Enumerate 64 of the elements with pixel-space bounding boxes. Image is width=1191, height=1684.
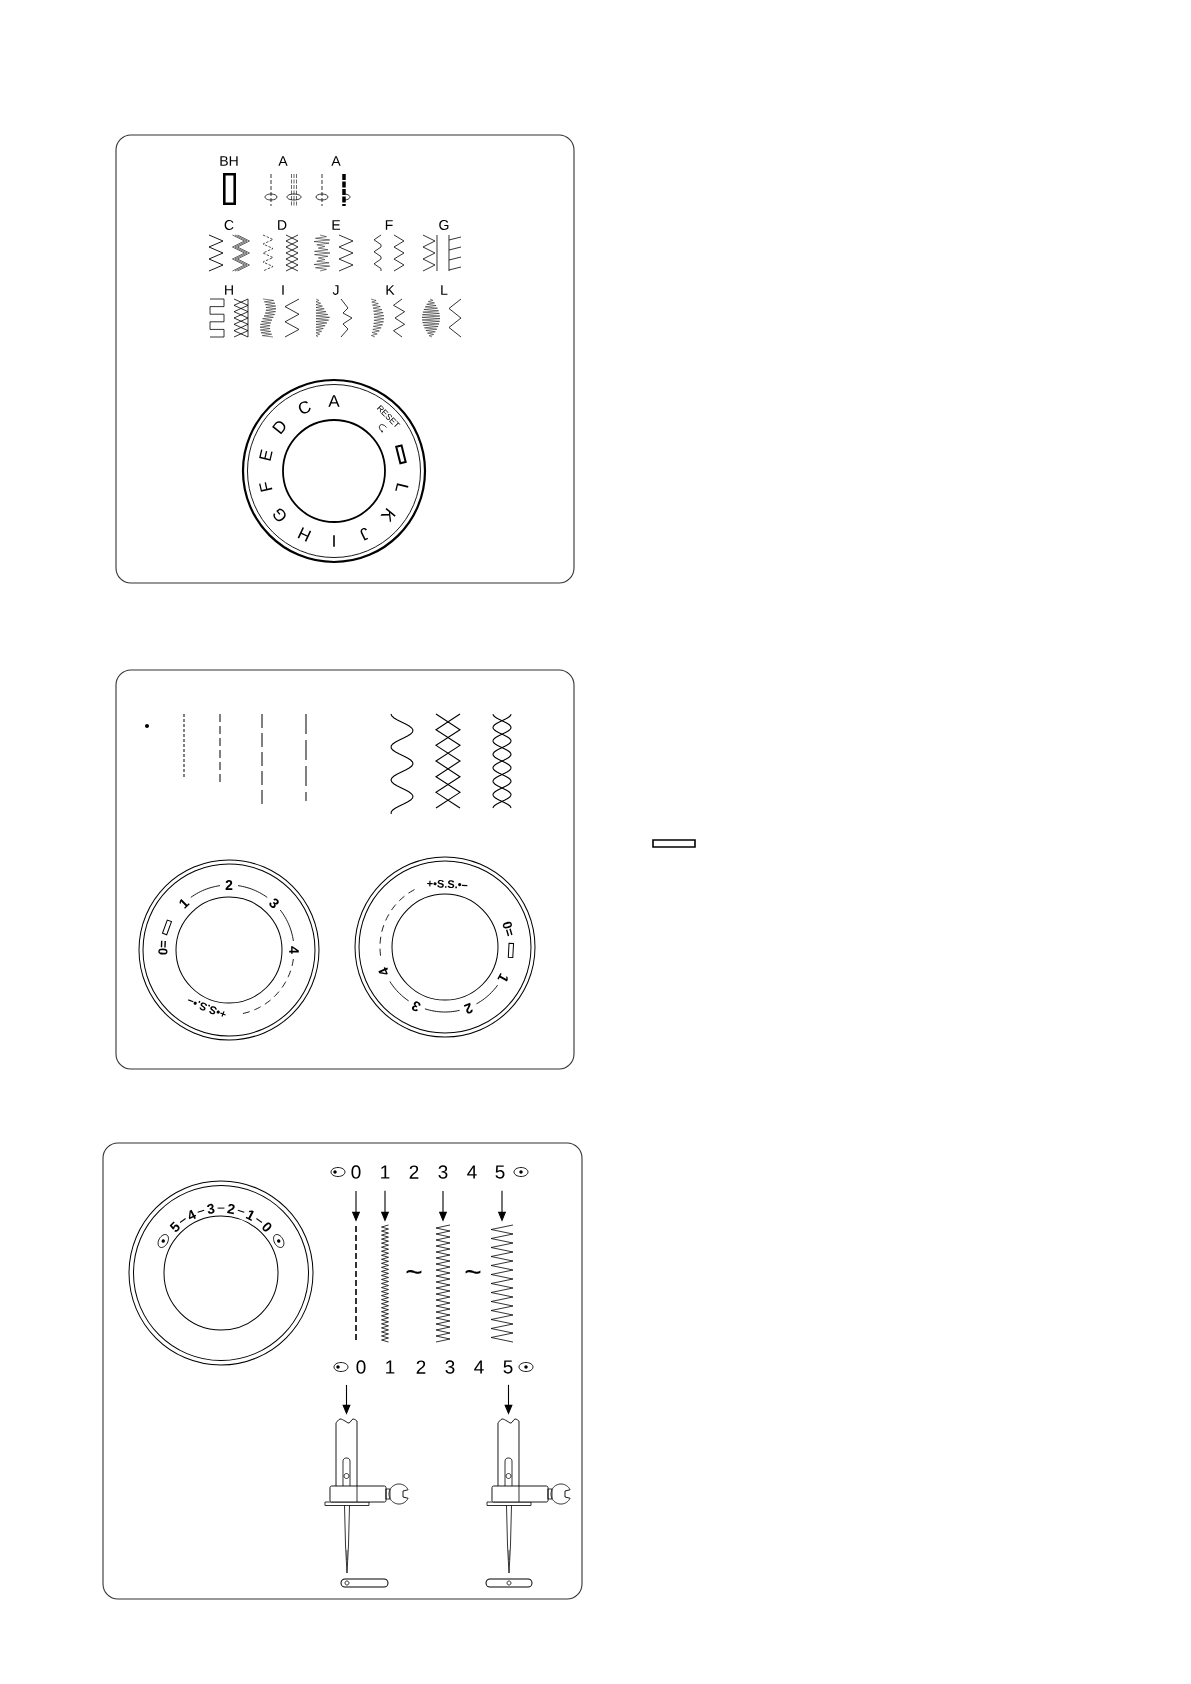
- width-number: 4: [467, 1165, 477, 1179]
- dial-letter: C: [298, 401, 311, 414]
- width-number: 3: [438, 1165, 448, 1179]
- width-number: 4: [474, 1360, 484, 1374]
- stitch-letter: A: [331, 156, 341, 166]
- stitch-letter: L: [441, 285, 448, 295]
- width-number: 5: [503, 1360, 513, 1374]
- stitch-letter: E: [332, 220, 341, 230]
- width-number: 1: [386, 1360, 395, 1374]
- needle-drawing: [324, 1418, 409, 1574]
- dial-number: 3: [269, 898, 279, 909]
- stitch-letter: D: [278, 220, 287, 230]
- dial-label: +•S.S.•–: [427, 879, 468, 889]
- dial-letter: E: [259, 449, 273, 461]
- dial-letter: K: [380, 508, 396, 523]
- stitch-letter: F: [385, 220, 393, 230]
- dial-number: 4: [378, 967, 388, 975]
- dial-letter: L: [395, 483, 409, 491]
- stitch-pattern: [381, 1224, 389, 1343]
- dial-number: 1: [179, 898, 190, 909]
- stitch-letter: I: [282, 285, 284, 295]
- dial-number: 5: [169, 1221, 180, 1232]
- dial-letter: D: [272, 421, 286, 435]
- dial-letter: J: [360, 527, 369, 541]
- stitch-letter: A: [278, 156, 288, 166]
- panel-frame: [115, 134, 575, 584]
- dial-number: 2: [227, 1203, 235, 1215]
- width-number: 0: [351, 1165, 361, 1179]
- dial-number: 4: [289, 946, 299, 954]
- width-number: 2: [416, 1360, 426, 1374]
- dial-label: 0=: [502, 921, 513, 937]
- stitch-letter: H: [225, 285, 233, 295]
- dial-number: 3: [207, 1203, 215, 1214]
- stitch-letter: K: [386, 285, 395, 295]
- width-number: 0: [356, 1360, 366, 1374]
- width-number: 2: [409, 1165, 419, 1179]
- width-number: 3: [445, 1360, 455, 1374]
- stitch-letter: J: [332, 285, 339, 295]
- dial-label: +•S.S.•–: [188, 999, 226, 1017]
- needle-drawing: [486, 1418, 571, 1574]
- tilde-sign: ~: [465, 1270, 481, 1274]
- dial-number: 0: [262, 1222, 272, 1232]
- tilde-sign: ~: [406, 1270, 422, 1274]
- panel-frame: [115, 669, 575, 1070]
- stitch-pattern: [435, 1224, 451, 1343]
- dial-letter: A: [328, 395, 340, 407]
- dial-number: 1: [245, 1210, 254, 1221]
- dial-letter: H: [297, 527, 312, 542]
- dial-number: 2: [463, 1002, 473, 1014]
- stitch-letter: BH: [220, 156, 238, 166]
- width-number: 1: [381, 1165, 390, 1179]
- dial-letter: G: [273, 508, 286, 522]
- dial-letter: F: [259, 482, 273, 492]
- width-number: 5: [495, 1165, 505, 1179]
- stitch-letter: C: [224, 220, 234, 230]
- panel-frame: [102, 1142, 583, 1600]
- dial-letter: I: [333, 535, 335, 547]
- dial-number: 3: [411, 1001, 421, 1012]
- dial-number: 2: [225, 880, 233, 890]
- dial-label: 0=: [158, 940, 168, 955]
- dial-number: 4: [188, 1209, 197, 1220]
- stitch-letter: G: [439, 220, 449, 230]
- dial-number: 1: [497, 973, 508, 982]
- stitch-pattern: [490, 1224, 514, 1343]
